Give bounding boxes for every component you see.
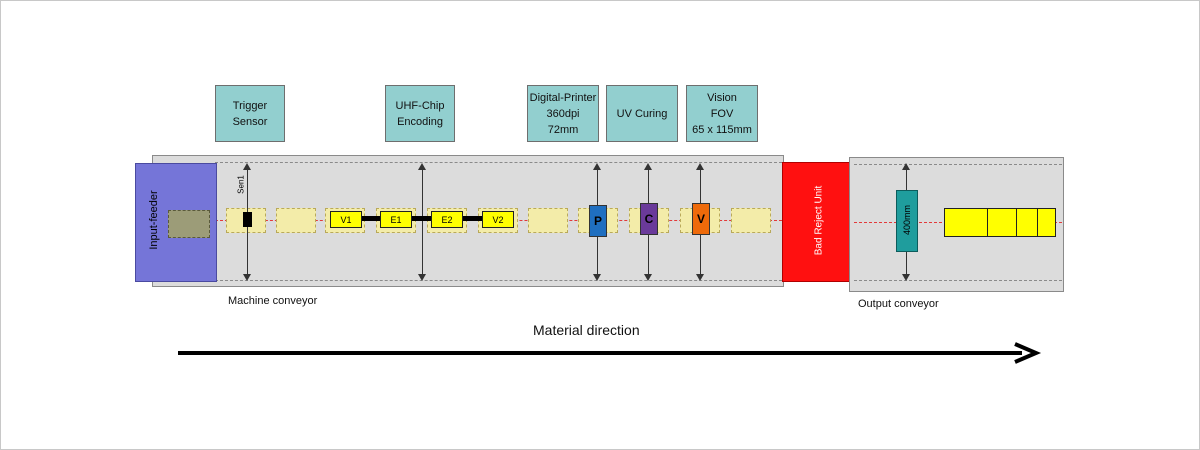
vision-fov-box: Vision FOV 65 x 115mm [686,85,758,142]
feeder-label-slot [168,210,210,238]
chip-connector [360,216,380,221]
stack-divider [1037,209,1038,236]
box-line: Encoding [397,115,443,128]
output-conveyor-label: Output conveyor [858,298,939,310]
box-line: Trigger [232,99,268,112]
encoding-arrow-up [418,163,426,170]
chip-e2: E2 [431,211,463,228]
uhf-chip-encoding-box: UHF-Chip Encoding [385,85,455,142]
chip-connector [462,216,482,221]
vision-arrow-down [696,274,704,281]
sensor-arrow-down [243,274,251,281]
chip-connector [412,216,432,221]
sensor-arrow-up [243,163,251,170]
printer-station: P [589,205,607,237]
conveyor-guide-top [215,162,782,163]
bad-reject-unit: Bad Reject Unit [782,162,856,282]
trigger-sensor-box: Trigger Sensor [215,85,285,142]
chip-v2: V2 [482,211,514,228]
bad-reject-label: Bad Reject Unit [813,185,825,256]
uv-curing-box: UV Curing [606,85,678,142]
chip-v1: V1 [330,211,362,228]
feeder-label: Input-feeder [148,190,160,250]
chip-e1: E1 [380,211,412,228]
stack-divider [1016,209,1017,236]
vision-station: V [692,203,710,235]
material-direction-label: Material direction [533,322,640,338]
box-line: 72mm [547,123,579,136]
encoding-arrow-down [418,274,426,281]
conveyor-guide-bottom [215,280,782,281]
box-line: 360dpi [546,107,580,120]
width-arrow-down [902,274,910,281]
width-marker: 400mm [896,190,918,252]
label-slot [528,208,568,233]
input-feeder: Input-feeder [135,163,217,282]
box-line: 65 x 115mm [692,123,752,136]
printer-arrow-up [593,163,601,170]
label-slot [731,208,771,233]
output-guide-bottom [854,280,1062,281]
vision-arrow-up [696,163,704,170]
curing-station: C [640,203,658,235]
width-arrow-up [902,163,910,170]
box-line: Sensor [232,115,268,128]
stack-divider [987,209,988,236]
encoding-line [422,168,423,276]
output-guide-top [854,164,1062,165]
output-stack [944,208,1056,237]
digital-printer-box: Digital-Printer 360dpi 72mm [527,85,599,142]
curing-arrow-down [644,274,652,281]
machine-conveyor-label: Machine conveyor [228,295,318,307]
box-line: UHF-Chip [395,99,445,112]
box-line: UV Curing [616,107,668,120]
sensor-label: Sen1 [236,175,246,194]
width-label: 400mm [902,205,912,236]
box-line: Vision [707,91,737,104]
box-line: FOV [710,107,734,120]
material-direction-arrow [178,342,1042,364]
printer-arrow-down [593,274,601,281]
sensor-block [243,212,252,227]
box-line: Digital-Printer [529,91,597,104]
label-slot [276,208,316,233]
curing-arrow-up [644,163,652,170]
